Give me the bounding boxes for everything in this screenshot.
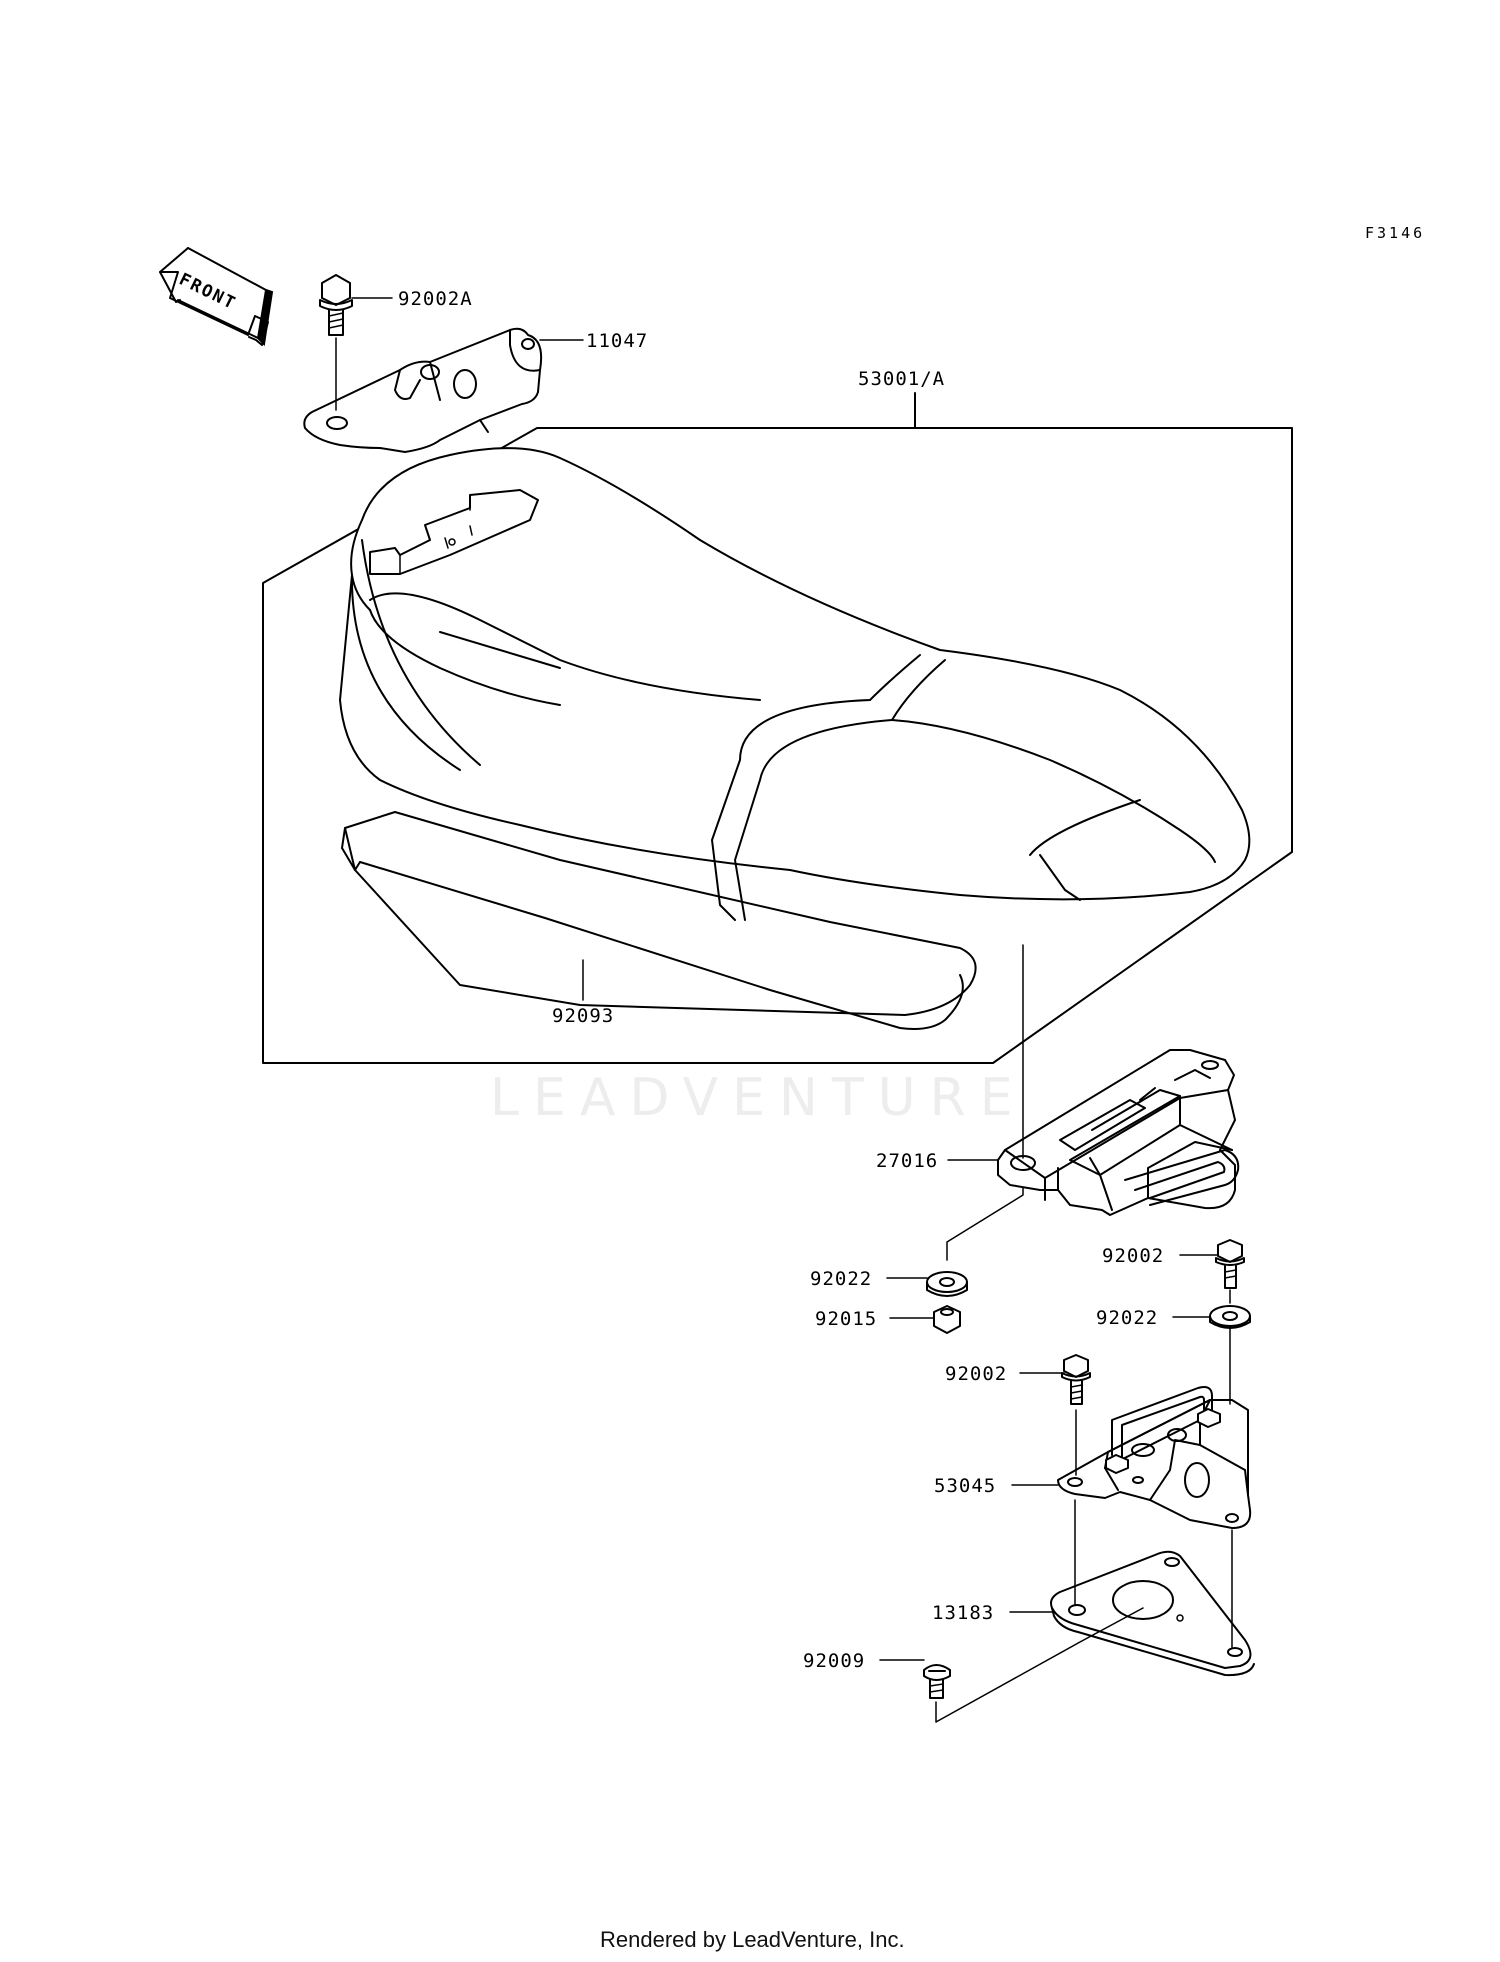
reference-lines bbox=[935, 944, 1233, 1723]
bolt-92002A bbox=[319, 274, 353, 411]
bracket-11047 bbox=[303, 327, 543, 453]
bolt-92002-mid bbox=[1061, 1354, 1091, 1405]
seat-assembly-frame bbox=[262, 427, 1293, 1064]
leader-lines bbox=[351, 297, 1219, 1661]
callout-92002-mid: 92002 bbox=[945, 1363, 1007, 1385]
figure-code: F3146 bbox=[1365, 224, 1425, 242]
callout-53045: 53045 bbox=[934, 1475, 996, 1497]
svg-text:LEADVENTURE: LEADVENTURE bbox=[490, 1068, 1027, 1128]
callout-92015: 92015 bbox=[815, 1308, 877, 1330]
latch-27016 bbox=[997, 1049, 1240, 1216]
callout-92002A: 92002A bbox=[398, 288, 473, 310]
callout-92009: 92009 bbox=[803, 1650, 865, 1672]
bolt-92002-right bbox=[1215, 1239, 1245, 1289]
callout-92002-right: 92002 bbox=[1102, 1245, 1164, 1267]
washer-92022-right bbox=[1209, 1305, 1251, 1329]
nut-92015 bbox=[933, 1305, 961, 1334]
screw-92009 bbox=[923, 1664, 951, 1699]
front-arrow-icon: FRONT bbox=[159, 247, 274, 347]
callout-92093: 92093 bbox=[552, 1005, 614, 1027]
callout-11047: 11047 bbox=[586, 330, 648, 352]
seat-trim-92093 bbox=[341, 811, 977, 1030]
plate-13183 bbox=[1050, 1550, 1255, 1677]
bracket-53045 bbox=[1057, 1386, 1252, 1529]
footer-credit: Rendered by LeadVenture, Inc. bbox=[600, 1927, 905, 1952]
washer-92022-left bbox=[926, 1271, 968, 1297]
callout-13183: 13183 bbox=[932, 1602, 994, 1624]
front-label: FRONT bbox=[176, 270, 240, 315]
callout-92022-right: 92022 bbox=[1096, 1307, 1158, 1329]
callout-27016: 27016 bbox=[876, 1150, 938, 1172]
callout-92022-left: 92022 bbox=[810, 1268, 872, 1290]
seat-53001 bbox=[339, 447, 1251, 921]
callout-53001A: 53001/A bbox=[858, 368, 945, 390]
